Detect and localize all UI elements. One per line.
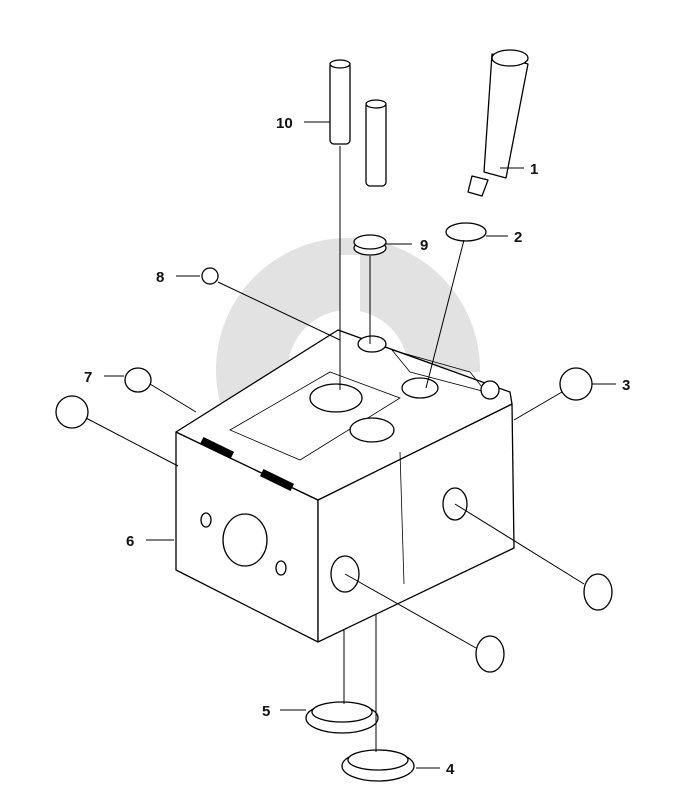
plug-3-part <box>559 367 593 401</box>
plug-6-part <box>55 395 89 429</box>
o-ring-part <box>445 222 487 242</box>
cylinder-head-block <box>175 329 515 643</box>
valve-seal-part <box>353 234 387 256</box>
plug-7-part <box>124 367 152 393</box>
callout-10: 10 <box>276 115 293 132</box>
callout-9: 9 <box>420 237 428 254</box>
seat-ring-5-part <box>305 701 379 734</box>
callout-8: 8 <box>156 269 164 286</box>
callout-3: 3 <box>622 377 630 394</box>
sleeve-side-parts <box>475 573 613 673</box>
injector-part <box>467 49 529 197</box>
leader-lines <box>85 121 616 769</box>
callout-4: 4 <box>446 761 455 778</box>
callout-1: 1 <box>530 161 538 178</box>
callout-6: 6 <box>126 533 134 550</box>
dowel-pins-part <box>329 59 387 187</box>
seat-ring-4-part <box>341 749 415 782</box>
small-plug-part <box>201 267 219 285</box>
callout-2: 2 <box>514 229 522 246</box>
callout-7: 7 <box>84 369 92 386</box>
callout-5: 5 <box>262 703 270 720</box>
